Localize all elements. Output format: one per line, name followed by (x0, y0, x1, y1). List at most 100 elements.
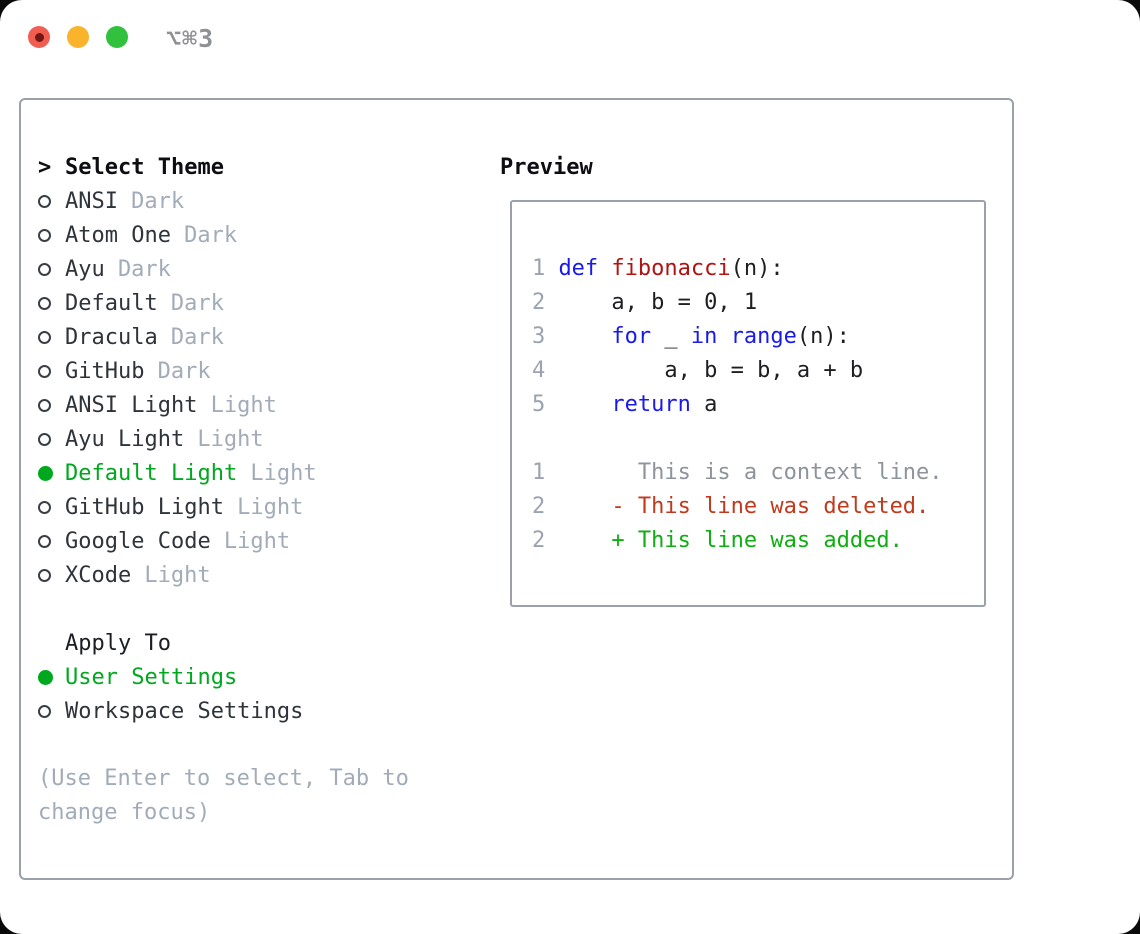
code-line: 2 + This line was added. (532, 523, 984, 557)
hint-text: (Use Enter to select, Tab to change focu… (38, 766, 409, 825)
code-segment-function: fibonacci (611, 255, 731, 281)
code-text: a, b = b, a + b (558, 358, 863, 383)
code-text: + This line was added. (558, 528, 902, 553)
code-segment-default: (n): (730, 255, 784, 281)
code-segment-keyword: range (730, 323, 797, 349)
code-segment-default: _ (651, 323, 691, 349)
window-title: ⌥⌘3 (166, 24, 215, 53)
code-segment-added: + This line was added. (558, 527, 903, 553)
spacer (38, 728, 500, 762)
select-theme-title: Select Theme (65, 154, 224, 180)
theme-name: Atom One (65, 222, 171, 248)
code-line: 1 This is a context line. (532, 455, 984, 489)
radio-circle-icon (38, 228, 51, 242)
code-segment-default: (n): (796, 323, 850, 349)
code-segment-keyword: in (690, 323, 718, 349)
select-theme-header: > Select Theme (38, 150, 500, 184)
theme-name: Dracula (65, 324, 158, 350)
apply-to-title: Apply To (65, 630, 171, 656)
radio-marker (38, 568, 65, 582)
theme-option-github-light[interactable]: GitHub Light Light (38, 490, 500, 524)
line-number: 4 (532, 357, 546, 383)
line-number: 1 (532, 255, 546, 281)
code-segment-default (558, 392, 611, 417)
theme-variant-label: Light (250, 460, 317, 486)
code-text: - This line was deleted. (558, 494, 929, 519)
theme-variant-label: Dark (170, 290, 224, 316)
radio-marker (38, 364, 65, 378)
line-number: 2 (532, 289, 546, 315)
radio-circle-icon (38, 568, 51, 582)
code-preview: 1 def fibonacci(n): 2 a, b = 0, 1 3 for … (532, 251, 984, 557)
apply-to-options-list: User Settings Workspace Settings (38, 660, 500, 728)
titlebar: ⌥⌘3 (0, 0, 1140, 76)
line-number: 2 (532, 527, 546, 553)
theme-option-ayu-light[interactable]: Ayu Light Light (38, 422, 500, 456)
radio-marker (38, 534, 65, 548)
radio-marker (38, 398, 65, 412)
radio-circle-icon (38, 262, 51, 276)
theme-variant-label: Dark (170, 324, 224, 350)
theme-option-default[interactable]: Default Dark (38, 286, 500, 320)
theme-name: Ayu (65, 256, 105, 282)
theme-option-atom-one[interactable]: Atom One Dark (38, 218, 500, 252)
theme-variant-label: Dark (157, 358, 211, 384)
theme-option-ayu[interactable]: Ayu Dark (38, 252, 500, 286)
theme-option-google-code[interactable]: Google Code Light (38, 524, 500, 558)
code-line: 3 for _ in range(n): (532, 319, 984, 353)
theme-name: Google Code (65, 528, 211, 554)
radio-marker (38, 296, 65, 310)
traffic-lights (28, 26, 128, 48)
radio-marker (38, 262, 65, 276)
apply-option-workspace-settings[interactable]: Workspace Settings (38, 694, 500, 728)
close-button[interactable] (28, 26, 50, 48)
preview-box: 1 def fibonacci(n): 2 a, b = 0, 1 3 for … (510, 200, 986, 607)
theme-option-dracula[interactable]: Dracula Dark (38, 320, 500, 354)
line-number: 5 (532, 391, 546, 417)
theme-variant-label: Light (197, 426, 264, 452)
theme-variant-label: Dark (117, 256, 171, 282)
theme-option-default-light[interactable]: Default Light Light (38, 456, 500, 490)
preview-column: Preview 1 def fibonacci(n): 2 a, b = 0, … (500, 150, 1012, 878)
preview-title: Preview (500, 154, 593, 180)
radio-circle-icon (38, 432, 51, 446)
theme-variant-label: Light (223, 528, 291, 554)
theme-options-list: ANSI Dark Atom One Dark Ayu Dark Default… (38, 184, 500, 592)
code-segment-default (717, 324, 730, 349)
apply-option-user-settings[interactable]: User Settings (38, 660, 500, 694)
line-number: 3 (532, 323, 546, 349)
radio-marker (38, 194, 65, 208)
theme-option-github[interactable]: GitHub Dark (38, 354, 500, 388)
theme-variant-label: Dark (184, 222, 238, 248)
radio-circle-icon (38, 364, 51, 378)
radio-circle-icon (38, 704, 51, 718)
radio-marker (38, 669, 65, 685)
theme-option-ansi-light[interactable]: ANSI Light Light (38, 388, 500, 422)
radio-marker (38, 704, 65, 718)
line-number: 1 (532, 459, 546, 485)
theme-name: Ayu Light (65, 426, 185, 452)
radio-circle-icon (38, 330, 51, 344)
theme-option-ansi[interactable]: ANSI Dark (38, 184, 500, 218)
theme-option-xcode[interactable]: XCode Light (38, 558, 500, 592)
theme-picker-panel: > Select Theme ANSI Dark Atom One Dark A… (19, 98, 1014, 880)
code-segment-deleted: - This line was deleted. (558, 493, 930, 519)
theme-list-column: > Select Theme ANSI Dark Atom One Dark A… (38, 150, 500, 878)
code-segment-context: This is a context line. (558, 459, 943, 485)
theme-variant-label: Dark (131, 188, 185, 214)
theme-name: User Settings (65, 664, 238, 690)
radio-circle-icon (38, 296, 51, 310)
minimize-button[interactable] (67, 26, 89, 48)
theme-name: GitHub (65, 358, 145, 384)
theme-variant-label: Light (210, 392, 277, 418)
theme-name: GitHub Light (65, 494, 224, 520)
code-line: 2 a, b = 0, 1 (532, 285, 984, 319)
radio-marker (38, 500, 65, 514)
theme-variant-label: Light (237, 494, 304, 520)
code-segment-default: a (690, 391, 718, 417)
code-line: 4 a, b = b, a + b (532, 353, 984, 387)
prompt-chevron-icon: > (38, 154, 52, 180)
code-segment-default (558, 324, 611, 349)
code-line: 5 return a (532, 387, 984, 421)
zoom-button[interactable] (106, 26, 128, 48)
